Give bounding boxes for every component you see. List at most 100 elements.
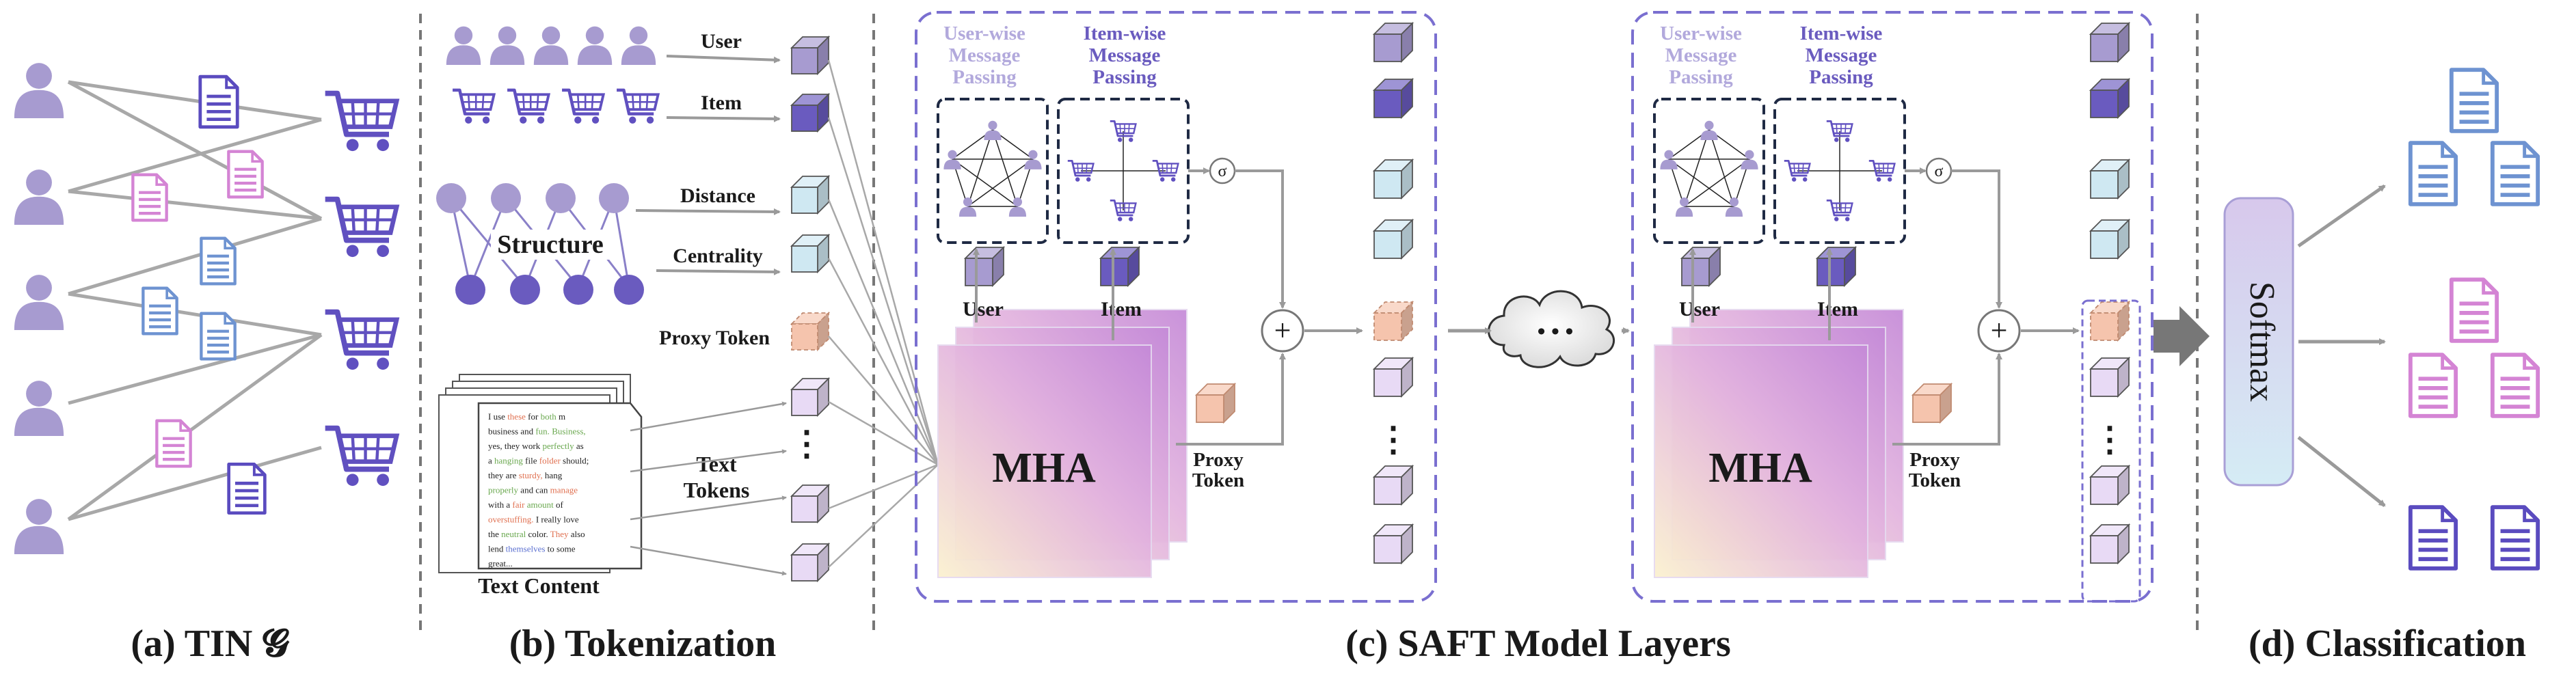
- user-wise-heading: Passing: [1669, 66, 1733, 88]
- user-label: User: [1679, 298, 1720, 320]
- token-cube: [790, 233, 831, 274]
- document-icon: [228, 152, 262, 197]
- vdots: ⋮: [790, 424, 824, 463]
- plus-symbol: +: [1274, 314, 1291, 347]
- user-token-cube: [1680, 245, 1722, 288]
- cart-icon: [507, 90, 549, 124]
- token-cube: [790, 377, 831, 418]
- output-token-cube: [2089, 77, 2131, 120]
- token-cube: [790, 35, 831, 76]
- panel-tin-graph: (a) TIN 𝓖: [14, 63, 397, 665]
- document-icon: [143, 288, 176, 334]
- plus-node: [1977, 309, 2021, 353]
- output-token-cube: [2089, 523, 2131, 565]
- user-wise-heading: User-wise: [1660, 23, 1742, 44]
- document-icon: [2411, 507, 2456, 569]
- sigma-symbol: σ: [1935, 163, 1944, 180]
- document-icon: [200, 77, 237, 127]
- document-icon: [2411, 355, 2456, 416]
- output-token-cube: [2089, 218, 2131, 260]
- output-token-cube: [1372, 523, 1414, 565]
- structure-label-bg: [491, 230, 610, 260]
- output-token-cube: [2089, 356, 2131, 398]
- plus-symbol: +: [1991, 314, 2008, 347]
- token-cube: [790, 483, 831, 524]
- vdots: ⋮: [1376, 420, 1410, 459]
- panel-classification: Softmax (d) Classification: [2154, 70, 2538, 665]
- token-column: [790, 35, 831, 583]
- panel-saft-layers: User-wiseMessagePassingItem-wiseMessageP…: [915, 11, 2154, 665]
- mha-layer: [1654, 344, 1868, 578]
- item-token-cube: [1815, 245, 1857, 288]
- proxy-token-label: Proxy Token: [659, 327, 770, 349]
- cart-icon: [325, 428, 397, 486]
- saft-layer-2: User-wiseMessagePassingItem-wiseMessageP…: [1631, 11, 2154, 603]
- cart-icon: [453, 90, 494, 124]
- output-token-cube: [1372, 158, 1414, 200]
- user-icon: [533, 26, 569, 65]
- item-label: Item: [1817, 298, 1858, 320]
- output-token-cube: [1372, 464, 1414, 506]
- layer-box: [915, 11, 1437, 603]
- document-icon: [229, 464, 265, 512]
- user-wise-heading: Message: [1665, 44, 1737, 66]
- document-icon: [2493, 355, 2538, 416]
- item-wise-heading: Item-wise: [1800, 23, 1883, 44]
- item-wise-heading: Passing: [1809, 66, 1873, 88]
- user-icon: [14, 381, 64, 436]
- caption-d: (d) Classification: [2249, 623, 2526, 665]
- token-to-mha-arrows: [827, 59, 939, 568]
- ellipsis-cloud: • • •: [1488, 290, 1615, 368]
- cart-icon: [325, 200, 397, 257]
- document-icon: [2452, 279, 2497, 341]
- softmax-label: Softmax: [2242, 282, 2281, 402]
- text-tokens-label-1: Text: [696, 452, 737, 476]
- document-icon: [2411, 143, 2456, 204]
- user-icon: [577, 26, 613, 65]
- token-cube: [790, 174, 831, 215]
- output-token-cube: [2089, 300, 2131, 342]
- user-icon: [14, 275, 64, 330]
- item-token-cube: [1099, 245, 1141, 288]
- user-icon: [14, 169, 64, 225]
- text-tokens-label-2: Tokens: [684, 478, 750, 502]
- token-cube: [790, 92, 831, 133]
- output-token-cube: [1372, 300, 1414, 342]
- document-icon: [133, 175, 166, 221]
- user-icon: [14, 499, 64, 554]
- document-icon: [201, 238, 234, 284]
- output-token-cube: [1372, 77, 1414, 120]
- user-wise-heading: User-wise: [943, 23, 1025, 44]
- item-wise-heading: Passing: [1092, 66, 1157, 88]
- item-label: Item: [1101, 298, 1142, 320]
- cart-icon: [325, 94, 397, 151]
- proxy-label-2: Token: [1909, 469, 1961, 491]
- user-token-label: User: [701, 30, 742, 53]
- document-icon: [2452, 70, 2497, 131]
- plus-node: [1261, 309, 1304, 353]
- item-wise-heading: Message: [1089, 44, 1161, 66]
- mha-label: MHA: [992, 445, 1096, 491]
- item-wise-heading: Message: [1806, 44, 1877, 66]
- distance-label: Distance: [680, 184, 755, 207]
- output-token-cube: [1372, 21, 1414, 64]
- user-icon: [446, 26, 481, 65]
- output-token-cube: [2089, 21, 2131, 64]
- user-icon: [621, 26, 656, 65]
- item-token-label: Item: [701, 92, 742, 114]
- user-token-cube: [963, 245, 1006, 288]
- saft-layer-1: User-wiseMessagePassingItem-wiseMessageP…: [915, 11, 1437, 603]
- user-mp-box: [1653, 98, 1765, 244]
- mha-label: MHA: [1708, 445, 1812, 491]
- user-icon: [489, 26, 525, 65]
- tin-edges: [67, 80, 323, 521]
- text-content-label: Text Content: [478, 573, 600, 598]
- user-label: User: [963, 298, 1004, 320]
- token-cube: [790, 311, 831, 352]
- cart-icon: [325, 312, 397, 370]
- text-token-group: [2081, 299, 2141, 603]
- caption-c: (c) SAFT Model Layers: [1345, 623, 1731, 665]
- user-icon: [14, 63, 64, 118]
